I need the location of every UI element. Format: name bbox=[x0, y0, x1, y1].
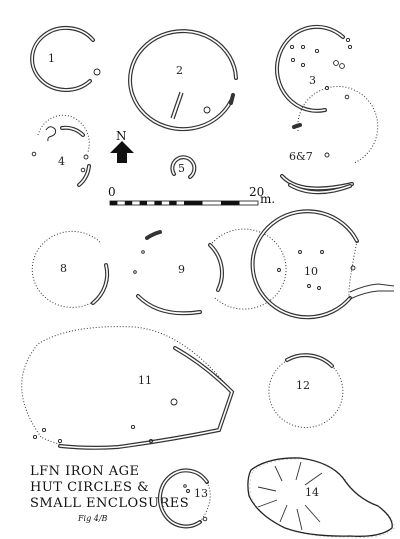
site-label-2: 2 bbox=[176, 64, 183, 77]
site-label-14: 14 bbox=[305, 486, 319, 499]
site-label-6-7: 6&7 bbox=[289, 150, 313, 163]
hut-circle-5: 5 bbox=[170, 155, 197, 179]
hut-circle-8: 8 bbox=[31, 230, 110, 308]
north-arrow: N bbox=[110, 129, 134, 163]
hut-circle-9: 9 bbox=[133, 228, 287, 316]
site-label-4: 4 bbox=[58, 155, 65, 168]
hut-circle-1: 1 bbox=[30, 26, 101, 92]
enclosure-14: 14 bbox=[247, 457, 395, 538]
north-label: N bbox=[116, 129, 127, 143]
site-label-5: 5 bbox=[178, 162, 185, 175]
scale-unit-label: m. bbox=[260, 192, 275, 206]
scale-bar: 0 20 m. bbox=[108, 185, 275, 206]
site-label-10: 10 bbox=[304, 265, 318, 278]
site-label-12: 12 bbox=[296, 379, 310, 392]
hut-circle-4: 4 bbox=[31, 114, 91, 187]
site-label-9: 9 bbox=[178, 263, 185, 276]
site-label-3: 3 bbox=[309, 74, 316, 87]
scale-start-label: 0 bbox=[108, 185, 116, 199]
enclosure-11: 11 bbox=[21, 326, 235, 450]
figure-reference: Fig 4/B bbox=[77, 514, 108, 523]
figure-title: LFN IRON AGE HUT CIRCLES & SMALL ENCLOSU… bbox=[30, 464, 189, 523]
hut-circle-3: 3 bbox=[274, 24, 353, 113]
title-line-1: LFN IRON AGE bbox=[30, 464, 140, 479]
hut-circle-10: 10 bbox=[250, 209, 395, 320]
site-label-11: 11 bbox=[138, 374, 152, 387]
hut-circle-6-and-7: 6&7 bbox=[280, 85, 379, 195]
scale-end-label: 20 bbox=[249, 185, 264, 199]
title-line-2: HUT CIRCLES & bbox=[30, 480, 149, 495]
site-label-1: 1 bbox=[48, 52, 55, 65]
hut-circle-12: 12 bbox=[268, 353, 344, 428]
site-label-13: 13 bbox=[194, 487, 208, 500]
hut-circle-2: 2 bbox=[128, 29, 238, 132]
site-label-8: 8 bbox=[60, 262, 67, 275]
hut-circle-13: 13 bbox=[157, 468, 211, 529]
title-line-3: SMALL ENCLOSURES bbox=[30, 496, 189, 511]
